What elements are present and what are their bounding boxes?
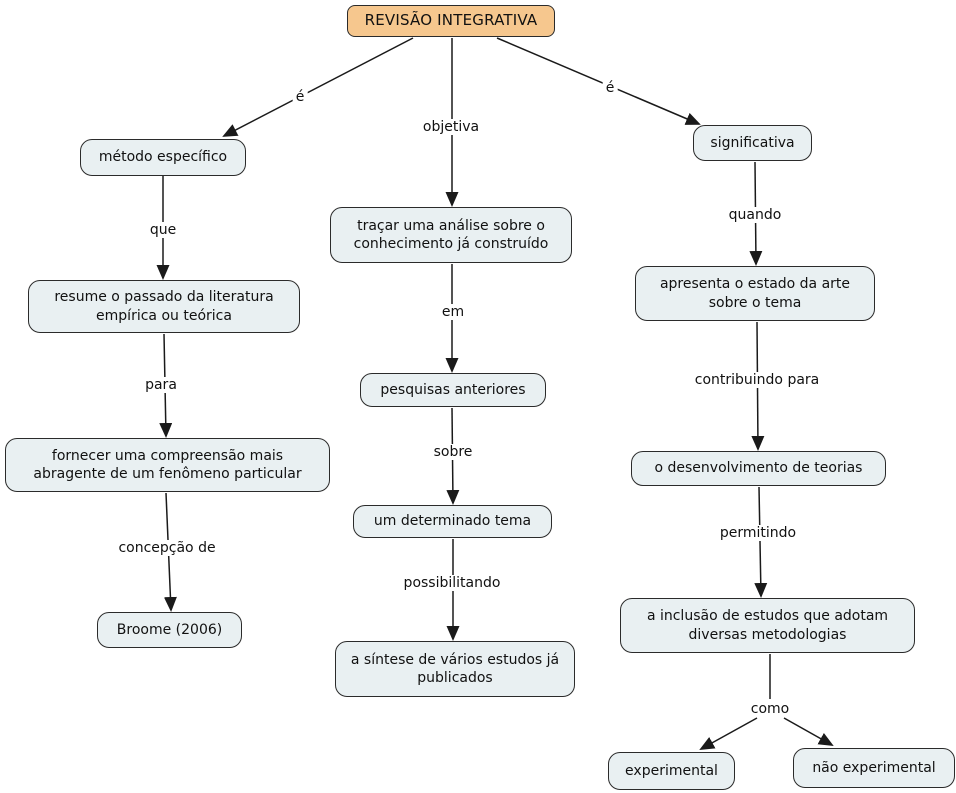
node-sintese-estudos[interactable]: a síntese de vários estudos já publicado… xyxy=(335,641,575,697)
node-resume-passado[interactable]: resume o passado da literatura empírica … xyxy=(28,280,300,333)
edge-label-pesquisas-anteriores--um-determinado-tema[interactable]: sobre xyxy=(430,444,476,460)
edge-label-revisao-integrativa--tracar-analise[interactable]: objetiva xyxy=(419,119,483,135)
edge-line-como-fork--experimental xyxy=(699,717,758,750)
edge-label-significativa--apresenta-estado-arte[interactable]: quando xyxy=(725,207,785,223)
node-fornecer-compreensao[interactable]: fornecer uma compreensão mais abragente … xyxy=(5,438,330,492)
edge-label-tracar-analise--pesquisas-anteriores[interactable]: em xyxy=(438,304,468,320)
edge-label-um-determinado-tema--sintese-estudos[interactable]: possibilitando xyxy=(400,575,504,591)
node-broome-2006[interactable]: Broome (2006) xyxy=(97,612,242,648)
edge-label-apresenta-estado-arte--desenvolvimento-teorias[interactable]: contribuindo para xyxy=(691,372,823,388)
edge-label-revisao-integrativa--significativa[interactable]: é xyxy=(602,80,618,96)
edge-label-inclusao-estudos--como-fork[interactable]: como xyxy=(747,701,793,717)
edge-line-revisao-integrativa--significativa xyxy=(496,37,701,125)
node-significativa[interactable]: significativa xyxy=(693,125,812,161)
node-metodo-especifico[interactable]: método específico xyxy=(80,139,246,176)
node-tracar-analise[interactable]: traçar uma análise sobre o conhecimento … xyxy=(330,207,572,263)
edge-label-revisao-integrativa--metodo-especifico[interactable]: é xyxy=(292,89,308,105)
edge-label-desenvolvimento-teorias--inclusao-estudos[interactable]: permitindo xyxy=(716,525,800,541)
node-experimental[interactable]: experimental xyxy=(608,752,735,790)
node-revisao-integrativa[interactable]: REVISÃO INTEGRATIVA xyxy=(347,5,555,37)
node-pesquisas-anteriores[interactable]: pesquisas anteriores xyxy=(360,373,546,407)
node-desenvolvimento-teorias[interactable]: o desenvolvimento de teorias xyxy=(631,451,886,486)
node-um-determinado-tema[interactable]: um determinado tema xyxy=(353,505,552,538)
node-apresenta-estado-arte[interactable]: apresenta o estado da arte sobre o tema xyxy=(635,266,875,321)
edge-line-desenvolvimento-teorias--inclusao-estudos xyxy=(754,486,768,598)
edge-label-fornecer-compreensao--broome-2006[interactable]: concepção de xyxy=(115,540,219,556)
node-nao-experimental[interactable]: não experimental xyxy=(793,748,955,788)
edge-line-revisao-integrativa--metodo-especifico xyxy=(222,37,414,137)
edge-label-metodo-especifico--resume-passado[interactable]: que xyxy=(146,222,180,238)
edge-line-como-fork--nao-experimental xyxy=(783,717,834,746)
edge-label-resume-passado--fornecer-compreensao[interactable]: para xyxy=(142,377,180,393)
node-inclusao-estudos[interactable]: a inclusão de estudos que adotam diversa… xyxy=(620,598,915,653)
